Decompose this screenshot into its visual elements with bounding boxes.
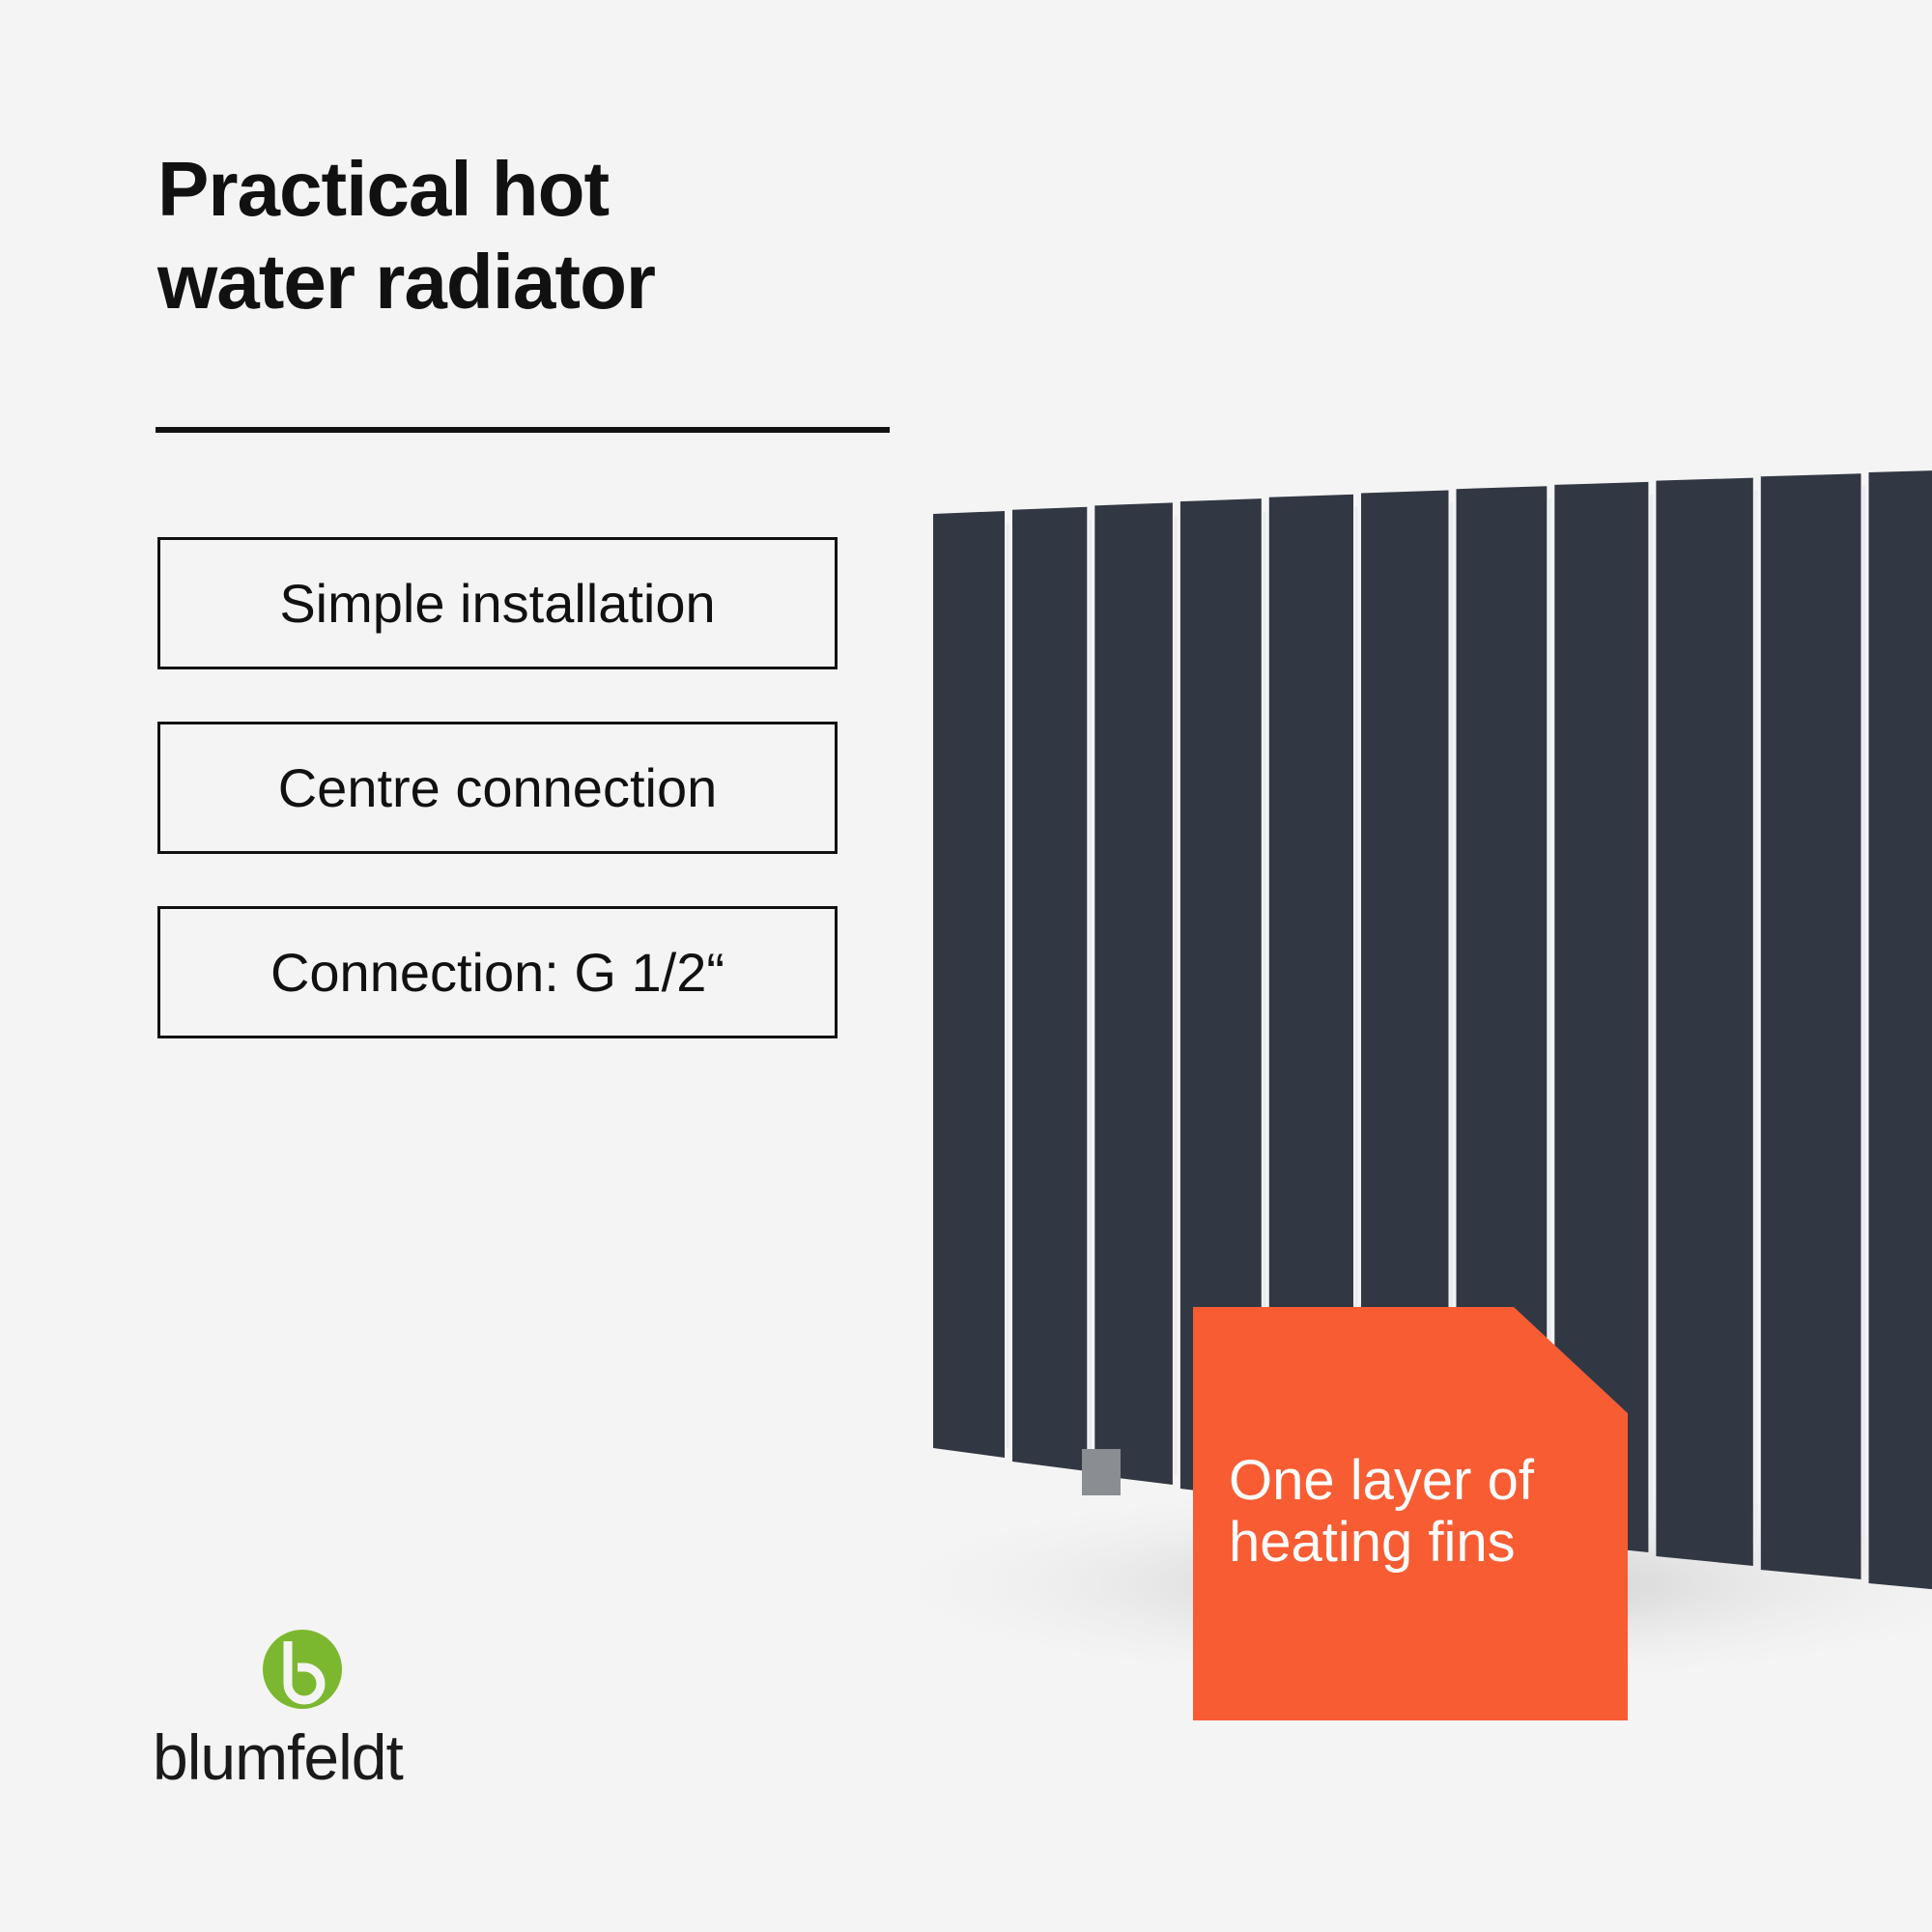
brand-logo: blumfeldt <box>153 1628 462 1793</box>
brand-name: blumfeldt <box>153 1721 404 1793</box>
badge-text: One layer of heating fins <box>1229 1450 1615 1574</box>
radiator-fin <box>933 511 1005 1458</box>
radiator-fin <box>1760 473 1861 1579</box>
badge-line-2: heating fins <box>1229 1511 1516 1574</box>
valve-connector <box>1082 1449 1121 1495</box>
radiator-fin <box>1361 490 1449 1525</box>
blumfeldt-logo-icon <box>263 1630 342 1709</box>
badge-line-1: One layer of <box>1229 1449 1534 1512</box>
radiator-fin <box>1868 470 1932 1590</box>
feature-simple-installation: Simple installation <box>157 537 838 669</box>
feature-badge: One layer of heating fins <box>1193 1307 1628 1720</box>
radiator-fin <box>1554 481 1649 1552</box>
title-line-1: Practical hot <box>157 146 610 232</box>
radiator-fin <box>1456 486 1548 1540</box>
page-title: Practical hot water radiator <box>157 143 656 328</box>
feature-connection-size: Connection: G 1/2“ <box>157 906 838 1038</box>
radiator-fin <box>1179 498 1262 1498</box>
radiator-fin <box>1656 477 1753 1567</box>
radiator-fin <box>1094 502 1173 1485</box>
radiator-fin <box>1268 494 1353 1512</box>
title-line-2: water radiator <box>157 239 656 325</box>
radiator-fin <box>1012 506 1088 1471</box>
feature-centre-connection: Centre connection <box>157 722 838 854</box>
divider <box>156 427 890 433</box>
